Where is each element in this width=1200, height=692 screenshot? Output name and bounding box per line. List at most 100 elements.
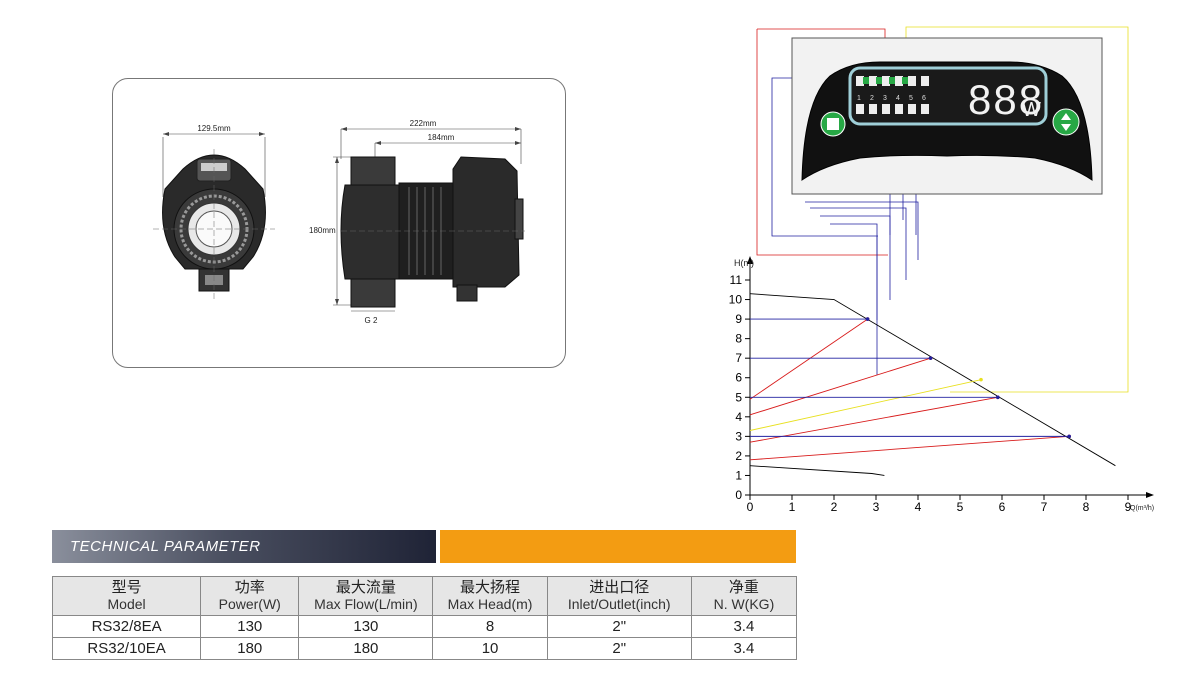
series-point xyxy=(979,377,983,382)
indicator-bar xyxy=(895,76,903,86)
x-tick-label: 8 xyxy=(1083,500,1090,514)
indicator-bar xyxy=(856,76,864,86)
x-axis-label: Q(m³/h) xyxy=(1130,505,1154,512)
pump-drawing: 129.5mm 222mm 184mm xyxy=(153,119,525,325)
cell-power: 130 xyxy=(200,615,300,638)
x-tick-label: 6 xyxy=(999,500,1006,514)
x-tick-label: 4 xyxy=(915,500,922,514)
indicator-bar xyxy=(882,76,890,86)
y-tick-label: 1 xyxy=(735,468,742,482)
indicator-label: 3 xyxy=(883,95,887,102)
indicator-bar xyxy=(921,76,929,86)
stop-icon xyxy=(827,118,839,130)
x-tick-label: 9 xyxy=(1125,500,1132,514)
up-down-button[interactable] xyxy=(1052,108,1080,136)
indicator-label: 5 xyxy=(909,95,913,102)
indicator-label: 1 xyxy=(857,95,861,102)
dim-length-body: 184mm xyxy=(428,133,455,142)
y-tick-label: 6 xyxy=(735,371,742,385)
cell-max-head: 10 xyxy=(432,637,548,660)
pump-front-view: 129.5mm xyxy=(153,124,275,299)
series-line xyxy=(749,318,868,400)
indicator-bar xyxy=(908,76,916,86)
series-line xyxy=(749,357,931,416)
y-tick-label: 8 xyxy=(735,332,742,346)
x-tick-label: 1 xyxy=(789,500,796,514)
cell-max-head: 8 xyxy=(432,615,548,638)
wire-line xyxy=(820,215,891,300)
indicator-bar xyxy=(908,104,916,114)
wire-line xyxy=(830,223,878,320)
series-line xyxy=(749,435,1070,461)
x-tick-label: 7 xyxy=(1041,500,1048,514)
series-point xyxy=(928,356,933,360)
dim-length-total: 222mm xyxy=(410,119,437,128)
y-tick-label: 4 xyxy=(735,410,742,424)
x-tick-label: 3 xyxy=(873,500,880,514)
mode-icon xyxy=(876,77,883,84)
series-line xyxy=(749,396,998,443)
y-tick-label: 10 xyxy=(729,293,743,307)
y-tick-label: 7 xyxy=(735,351,742,365)
indicator-bar xyxy=(921,104,929,114)
y-tick-label: 0 xyxy=(735,488,742,502)
indicator-bar xyxy=(869,104,877,114)
y-axis-label: H(m) xyxy=(734,258,754,268)
indicator-bar xyxy=(869,76,877,86)
table-row: RS32/8EA 130 130 8 2" 3.4 xyxy=(51,615,798,638)
x-tick-label: 5 xyxy=(957,500,964,514)
thread-label: G 2 xyxy=(365,316,378,325)
indicator-label: 6 xyxy=(922,95,926,102)
y-tick-label: 9 xyxy=(735,312,742,326)
display-digits: 888 xyxy=(968,76,1044,123)
mode-icon xyxy=(902,77,909,84)
section-title: TECHNICAL PARAMETER xyxy=(70,538,261,555)
series-point xyxy=(996,395,1000,400)
indicator-label: 2 xyxy=(870,95,874,102)
x-tick-label: 2 xyxy=(831,500,838,514)
cell-model: RS32/10EA xyxy=(51,637,202,660)
indicator-bar xyxy=(895,104,903,114)
section-banner-accent xyxy=(440,530,796,563)
indicator-label: 4 xyxy=(896,95,900,102)
mode-icon xyxy=(863,77,870,84)
chart-series xyxy=(749,293,1116,476)
indicator-bar xyxy=(856,104,864,114)
cell-max-flow: 130 xyxy=(298,615,434,638)
cell-power: 180 xyxy=(200,637,300,660)
y-axis-arrow xyxy=(747,256,753,264)
indicator-bar xyxy=(882,104,890,114)
x-axis-arrow xyxy=(1146,492,1154,498)
cell-max-flow: 180 xyxy=(298,637,434,660)
series-line xyxy=(749,379,982,431)
y-tick-label: 2 xyxy=(735,449,742,463)
wire-line xyxy=(810,207,907,280)
series-line xyxy=(749,465,885,476)
pump-side-view: 222mm 184mm 180mm xyxy=(309,119,525,325)
series-point xyxy=(1067,434,1071,439)
wire-line xyxy=(805,201,919,260)
cell-net-weight: 3.4 xyxy=(690,637,798,660)
x-tick-label: 0 xyxy=(747,500,754,514)
dim-height: 180mm xyxy=(309,226,336,235)
drawing-panel: 129.5mm 222mm 184mm xyxy=(112,78,566,368)
table-row: RS32/10EA 180 180 10 2" 3.4 xyxy=(51,637,798,660)
y-tick-label: 11 xyxy=(730,273,743,287)
arrow-up-icon xyxy=(1061,113,1071,120)
dim-width-front: 129.5mm xyxy=(197,124,231,133)
mode-indicators: 1 2 3 4 5 6 xyxy=(856,76,929,114)
mode-icon xyxy=(889,77,896,84)
series-line xyxy=(749,293,1116,467)
cell-model: RS32/8EA xyxy=(51,615,202,638)
